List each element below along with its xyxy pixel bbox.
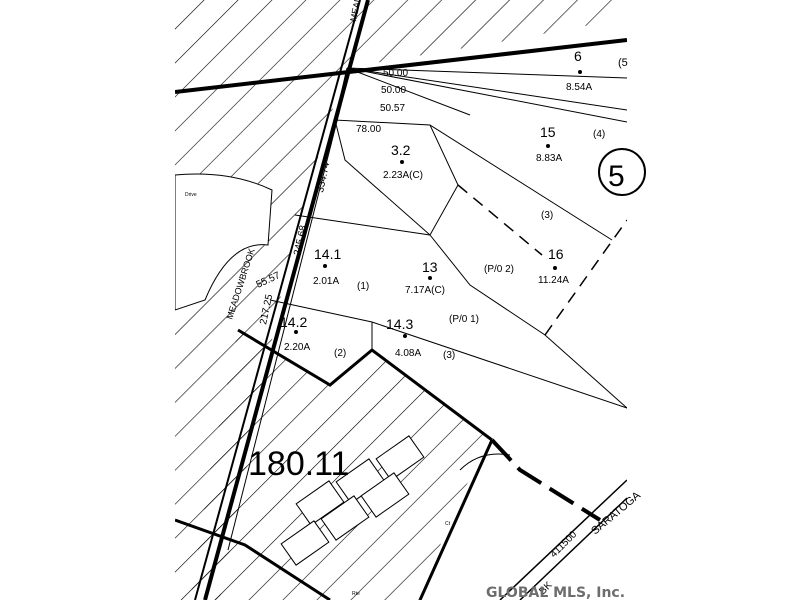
parcel-14-3-id: 14.3: [386, 316, 413, 332]
parcel-13-dot: [428, 276, 432, 280]
parcel-3-2-outline: [334, 119, 459, 236]
parcel-14-2-id: 14.2: [280, 314, 307, 330]
subdivision-boundary: [237, 328, 493, 442]
parcel-14-1-area: 2.01A: [313, 276, 339, 287]
lot-line-15: [346, 67, 627, 111]
parcel-14-1-note: (1): [357, 281, 369, 292]
dimension-3: 50.57: [380, 103, 405, 114]
section-boundary-dashed: [490, 438, 602, 522]
parcel-3-2-id: 3.2: [391, 142, 411, 158]
parcel-15-id: 15: [540, 124, 556, 140]
lot-line-15b: [346, 67, 627, 123]
lot-line-32a: [346, 67, 471, 116]
edge-label: (5: [618, 57, 628, 69]
dimension-4: 78.00: [356, 124, 381, 135]
lot-line-13-south: [429, 234, 627, 409]
section-circle: [598, 148, 646, 196]
dimension-5: 334.74: [315, 161, 332, 194]
parcel-16-area: 11.24A: [538, 275, 569, 286]
parcel-14-1-id: 14.1: [314, 246, 341, 262]
subdivision-lots: [280, 435, 425, 566]
parcel-13-note: (P/0 2): [484, 264, 514, 275]
parcel-14-3-dot: [403, 334, 407, 338]
west-clearing: [175, 173, 273, 311]
parcel-14-2-note: (2): [334, 348, 346, 359]
parcel-13-area: 7.17A(C): [405, 285, 445, 296]
parcel-13-id: 13: [422, 259, 438, 275]
parcel-note-a: Rte: [352, 591, 360, 597]
parcel-3-2-dot: [400, 160, 404, 164]
subdivision-boundary-east: [418, 439, 494, 600]
road-label-lot-number: 411500: [548, 529, 579, 560]
saratoga-road-edge-a: [499, 479, 627, 600]
lot-line-32b: [334, 67, 348, 121]
parcel-14-2-dot: [294, 330, 298, 334]
parcel-14-1-dot: [323, 264, 327, 268]
parcel-6-id: 6: [574, 48, 582, 64]
road-note-small: Drive: [185, 192, 197, 198]
parcel-14-3-area: 4.08A: [395, 348, 421, 359]
parcel-14-2-area: 2.20A: [284, 342, 310, 353]
road-curve: [459, 453, 511, 471]
section-circle-label: 5: [608, 160, 625, 193]
meadowbrook-road-edge-a: [194, 0, 361, 600]
lot-line-16-north: [429, 124, 613, 241]
dimension-1: 50.00: [383, 68, 408, 79]
lot-line-16-east: [544, 219, 627, 336]
parcel-15-dot: [546, 144, 550, 148]
parcel-3-2-area: 2.23A(C): [383, 170, 423, 181]
parcel-14-3-note: (3): [443, 350, 455, 361]
lot-line-6: [346, 67, 627, 79]
road-label-saratoga: SARATOGA: [589, 489, 643, 537]
meadowbrook-road-edge-b: [203, 0, 370, 600]
bottom-boundary: [175, 518, 331, 600]
parcel-13-note-b: (P/0 1): [449, 314, 479, 325]
parcel-6-dot: [578, 70, 582, 74]
section-number-label: 180.11: [248, 445, 349, 483]
parcel-16-dot: [553, 266, 557, 270]
parcel-15-note: (4): [593, 129, 605, 140]
dimension-2: 50.00: [381, 85, 406, 96]
saratoga-road-edge-b: [519, 497, 627, 600]
parcel-16-id: 16: [548, 246, 564, 262]
lot-line-dashed: [457, 184, 543, 256]
lot-line-14-1-north: [294, 214, 431, 236]
parcel-6-area: 8.54A: [566, 82, 592, 93]
section-boundary-north: [175, 38, 627, 94]
lot-line-14-1-south: [269, 299, 373, 323]
parcel-16-note: (3): [541, 210, 553, 221]
parcel-15-area: 8.83A: [536, 153, 562, 164]
watermark: GLOBAL MLS, Inc.: [486, 585, 625, 600]
parcel-note-b: Ct: [445, 521, 451, 527]
meadowbrook-road-centerline: [227, 61, 353, 551]
lot-line-13-east: [371, 321, 627, 409]
